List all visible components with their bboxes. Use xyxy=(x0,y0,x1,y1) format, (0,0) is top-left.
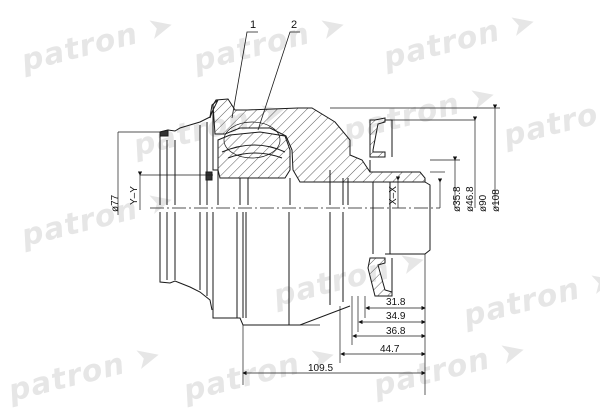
boot-upper xyxy=(159,99,219,205)
dimension-d35-8: ø35.8 xyxy=(452,186,463,212)
boot-lower xyxy=(159,212,213,311)
stub-flange-upper xyxy=(369,117,431,255)
dimension-36-8: 36.8 xyxy=(386,326,406,337)
diameter-dimension-lines xyxy=(117,104,500,215)
dimension-109-5: 109.5 xyxy=(308,363,333,374)
dimension-d77: ø77 xyxy=(110,194,121,212)
callout-leaders xyxy=(231,31,300,131)
callout-2: 2 xyxy=(291,19,297,31)
axis-label-xx: X–X xyxy=(388,186,399,205)
ball-cage-section xyxy=(217,131,291,179)
outer-housing-section xyxy=(212,98,426,183)
dimension-d46-8: ø46.8 xyxy=(465,186,476,212)
stub-flange-lower xyxy=(367,257,393,297)
callout-1: 1 xyxy=(250,19,256,31)
cv-joint-technical-drawing: 1 2 Y–Y X–X ø77 ø35.8 ø46.8 ø90 ø108 31.… xyxy=(110,19,502,395)
axis-label-yy: Y–Y xyxy=(129,186,140,205)
dimension-31-8: 31.8 xyxy=(386,297,406,308)
dimension-34-9: 34.9 xyxy=(386,311,406,322)
dimension-44-7: 44.7 xyxy=(380,344,400,355)
length-dimension-lines xyxy=(242,254,426,395)
dimension-d108: ø108 xyxy=(491,189,502,212)
dimension-d90: ø90 xyxy=(478,194,489,212)
